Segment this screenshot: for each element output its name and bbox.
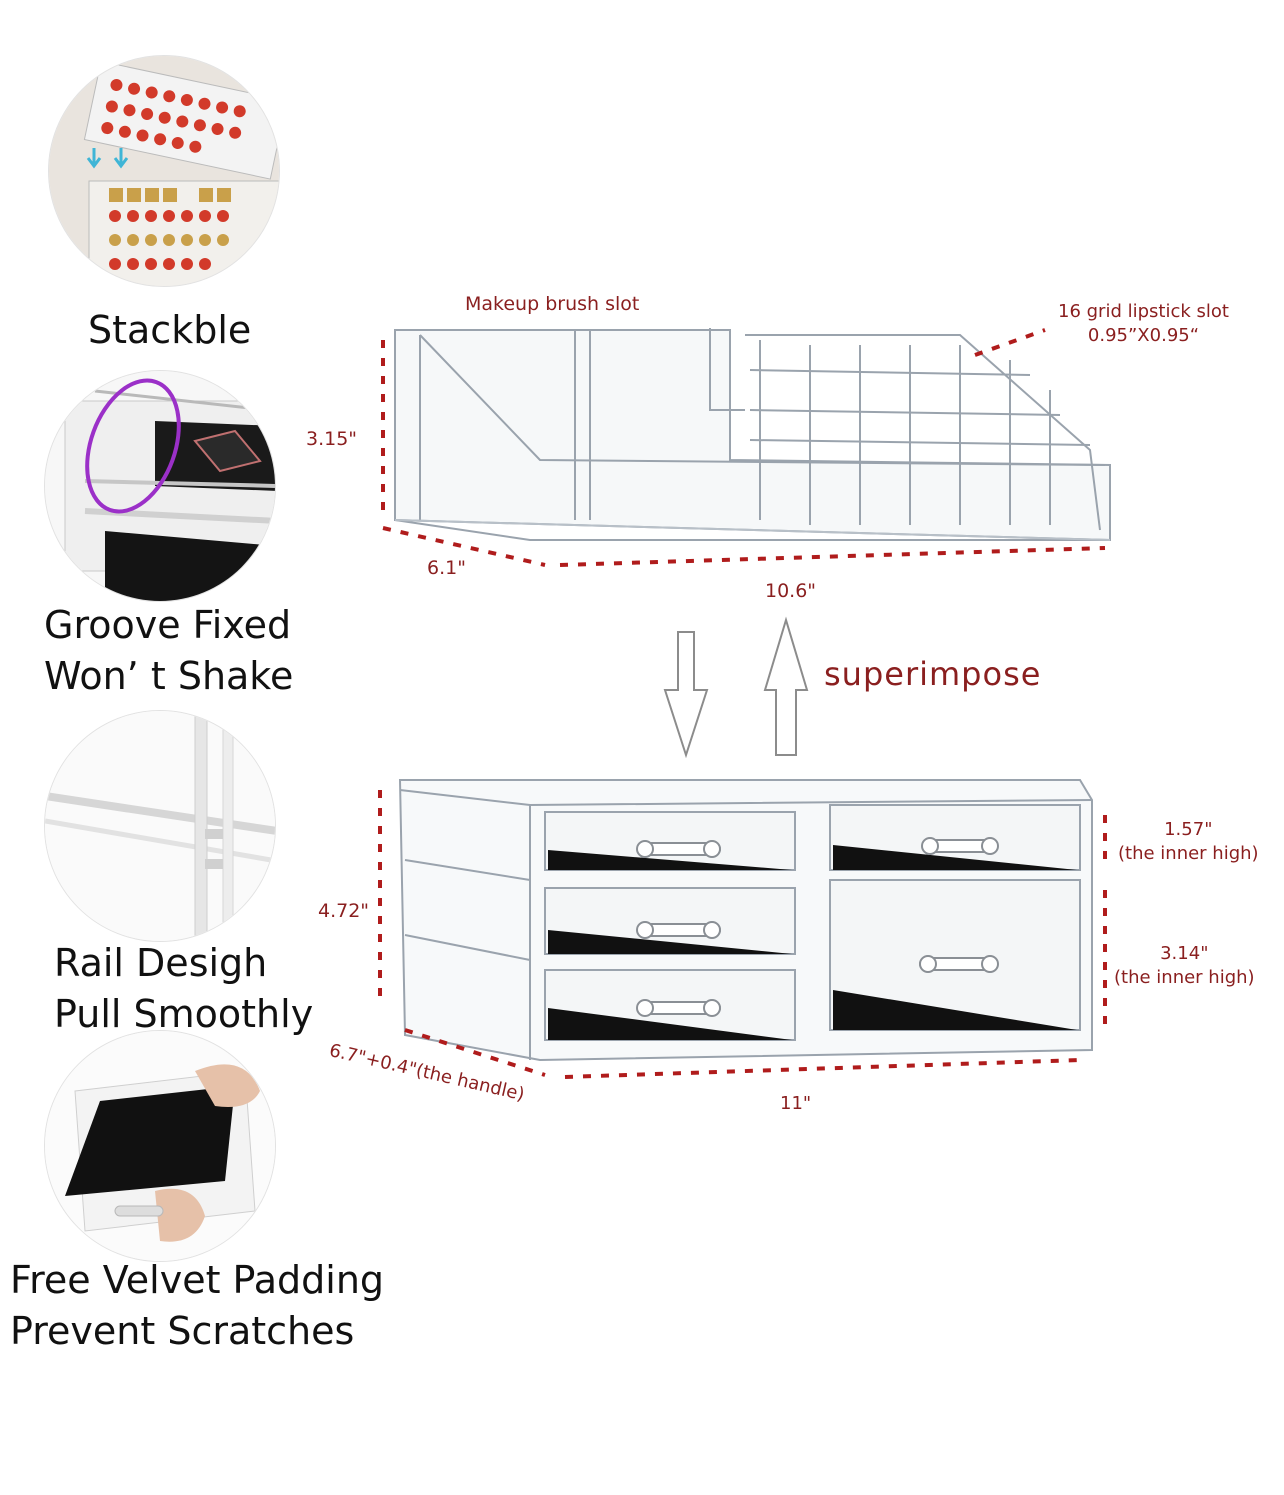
feature-caption-stackable: Stackble xyxy=(88,305,251,356)
drawer-unit-illustration xyxy=(398,779,1093,1062)
feature-caption-rail: Rail Desigh Pull Smoothly xyxy=(54,938,313,1041)
velvet-padding-photo xyxy=(44,1030,276,1262)
small-drawer-height-note: (the inner high) xyxy=(1118,843,1259,865)
arrow-down-icon xyxy=(663,631,709,759)
top-tray-illustration xyxy=(394,328,1111,542)
tray-height-label: 3.15" xyxy=(306,428,358,450)
drawer-unit-dimension-lines xyxy=(378,790,1107,1079)
drawer-unit-width-label: 11" xyxy=(780,1093,812,1114)
caption-line: Rail Desigh xyxy=(54,941,268,985)
feature-caption-groove: Groove Fixed Won’ t Shake xyxy=(44,600,293,703)
makeup-brush-slot-label: Makeup brush slot xyxy=(465,293,640,315)
caption-line: Pull Smoothly xyxy=(54,992,314,1037)
caption-line: Groove Fixed xyxy=(44,603,292,647)
arrow-up-icon xyxy=(763,616,809,756)
feature-column: Stackble Groove Fixed Won’ t Shake xyxy=(0,0,400,1495)
tray-width-label: 10.6" xyxy=(765,580,817,602)
superimpose-label: superimpose xyxy=(824,655,1042,693)
rail-closeup-photo xyxy=(44,710,276,942)
drawer-unit-height-label: 4.72" xyxy=(318,900,370,922)
lipstick-slot-title: 16 grid lipstick slot xyxy=(1058,301,1229,322)
small-drawer-height-label: 1.57" (the inner high) xyxy=(1118,818,1259,867)
caption-line: Prevent Scratches xyxy=(10,1309,355,1354)
stacked-lipstick-trays-photo xyxy=(48,55,280,287)
lipstick-slot-label: 16 grid lipstick slot 0.95”X0.95“ xyxy=(1058,300,1229,349)
tray-depth-label: 6.1" xyxy=(427,557,466,579)
large-drawer-height-note: (the inner high) xyxy=(1114,967,1255,989)
lipstick-slot-size: 0.95”X0.95“ xyxy=(1087,325,1200,347)
caption-line: Won’ t Shake xyxy=(44,654,294,699)
caption-line: Free Velvet Padding xyxy=(10,1258,385,1302)
groove-closeup-photo xyxy=(44,370,276,602)
top-tray-dimension-lines xyxy=(381,328,1106,567)
superimpose-arrows xyxy=(663,616,809,759)
large-drawer-height-value: 3.14" xyxy=(1160,943,1209,964)
small-drawer-height-value: 1.57" xyxy=(1164,819,1213,840)
feature-caption-velvet: Free Velvet Padding Prevent Scratches xyxy=(10,1255,384,1358)
caption-line: Stackble xyxy=(88,308,252,352)
large-drawer-height-label: 3.14" (the inner high) xyxy=(1114,942,1255,991)
